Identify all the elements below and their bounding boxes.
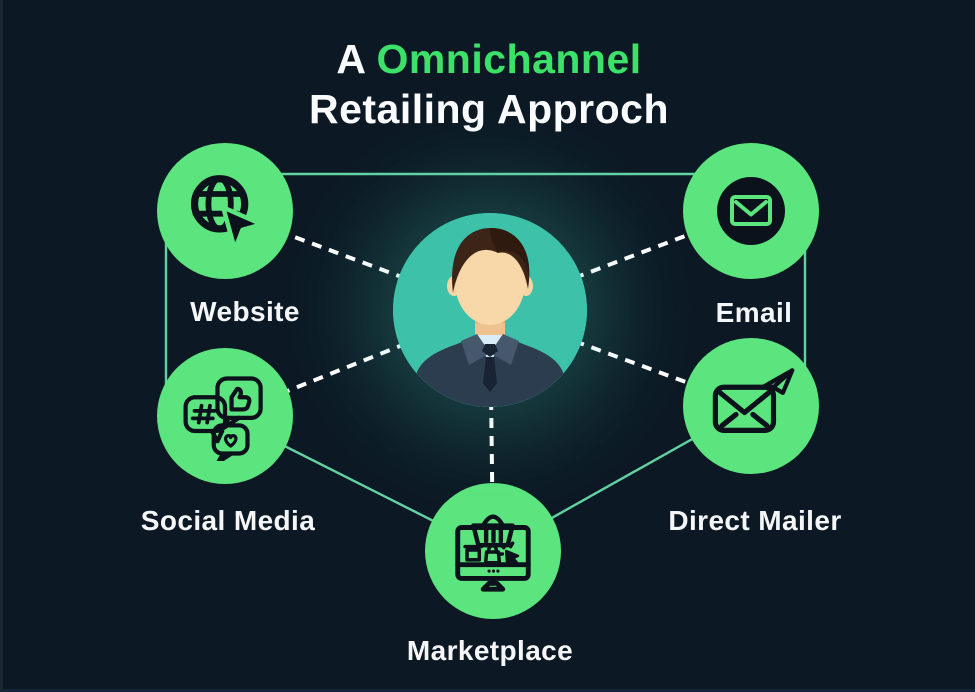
node-label-website: Website [190, 296, 300, 327]
node-label-social-media: Social Media [140, 505, 316, 536]
node-label-marketplace: Marketplace [406, 635, 574, 666]
title-prefix: A [336, 36, 367, 82]
node-website [157, 143, 293, 279]
customer-avatar-icon [393, 213, 587, 407]
envelope-send-icon [712, 368, 795, 433]
social-bubbles-icon [183, 376, 263, 461]
node-label-email: Email [715, 297, 793, 328]
customer-circle [393, 213, 587, 407]
node-marketplace [425, 483, 561, 619]
node-label-direct-mailer: Direct Mailer [668, 505, 842, 536]
online-store-icon [455, 514, 531, 592]
node-direct-mailer [683, 338, 819, 474]
envelope-icon [717, 177, 785, 245]
title-highlight: Omnichannel [376, 36, 642, 82]
node-email [683, 143, 819, 279]
page-title-line2: Retailing Approch [308, 86, 670, 132]
globe-cursor-icon [190, 175, 264, 252]
node-social-media [157, 348, 293, 484]
